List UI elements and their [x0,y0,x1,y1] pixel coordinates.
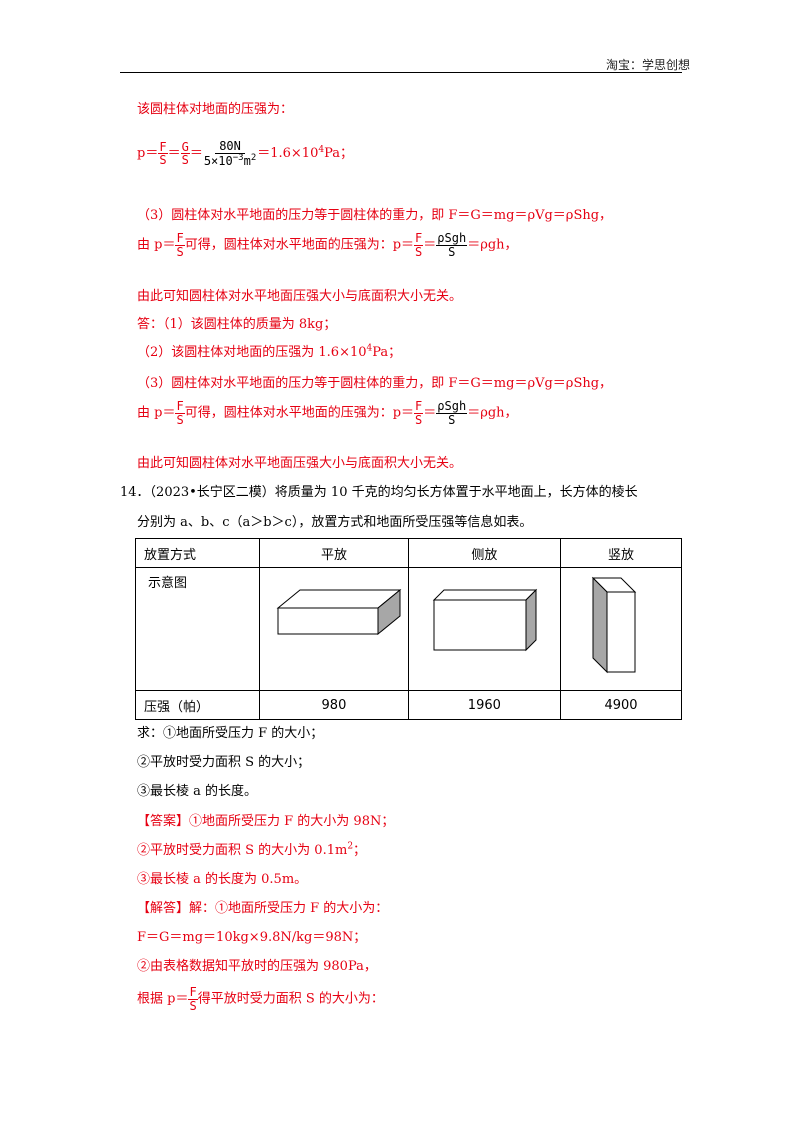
table-cell-value: 980 [259,690,409,720]
answer-line-1: 答：（1）该圆柱体的质量为 8kg； [137,317,337,332]
solution-line-5: 由此可知圆柱体对水平地面压强大小与底面积大小无关。 [137,289,463,304]
upright-block-figure [591,576,637,674]
table-cell-flat-figure [259,567,409,691]
problem-14-line-2: 分别为 a、b、c（a＞b＞c），放置方式和地面所受压强等信息如表。 [137,515,533,530]
table-cell-upright-figure [560,567,682,691]
table-cell-label: 示意图 [134,567,261,691]
table-header-row: 放置方式 平放 侧放 竖放 [134,538,682,568]
solution14-line-3: ②由表格数据知平放时的压强为 980Pa， [137,959,377,974]
table-header-cell: 侧放 [407,538,562,568]
placement-pressure-table: 放置方式 平放 侧放 竖放 示意图 [134,538,682,720]
solution-line-3: （3）圆柱体对水平地面的压力等于圆柱体的重力，即 F＝G＝mg＝ρVg＝ρShg… [137,208,613,223]
question-3: ③最长棱 a 的长度。 [137,784,258,799]
table-header-cell: 平放 [259,538,409,568]
table-cell-value: 1960 [407,690,562,720]
answer-line-3: （3）圆柱体对水平地面的压力等于圆柱体的重力，即 F＝G＝mg＝ρVg＝ρShg… [137,376,613,391]
question-2: ②平放时受力面积 S 的大小； [137,755,311,770]
answer-line-5: 由此可知圆柱体对水平地面压强大小与底面积大小无关。 [137,456,463,471]
answer14-result-3: ③最长棱 a 的长度为 0.5m。 [137,872,308,887]
table-cell-label: 压强（帕） [134,690,261,720]
table-row-images: 示意图 [134,567,682,691]
solution-line-1: 该圆柱体对地面的压强为： [137,102,294,117]
solution14-line-2: F＝G＝mg＝10kg×9.8N/kg＝98N； [137,930,367,945]
flat-block-figure [276,588,402,636]
solution14-line-1: 【解答】解：①地面所受压力 F 的大小为： [137,901,389,916]
header-rule [120,72,682,73]
table-cell-side-figure [407,567,562,691]
table-header-cell: 放置方式 [134,538,261,568]
question-1: 求：①地面所受压力 F 的大小； [137,726,324,741]
table-cell-value: 4900 [560,690,682,720]
answer-line-2: （2）该圆柱体对地面的压强为 1.6×104Pa； [137,343,402,360]
answer14-result-1: 【答案】①地面所受压力 F 的大小为 98N； [137,814,395,829]
answer14-result-2: ②平放时受力面积 S 的大小为 0.1m2； [137,841,367,858]
table-row-values: 压强（帕） 980 1960 4900 [134,690,682,720]
table-header-cell: 竖放 [560,538,682,568]
side-block-figure [433,588,538,652]
problem-14-line-1: 14．（2023•长宁区二模）将质量为 10 千克的均匀长方体置于水平地面上，长… [120,485,638,500]
header-brand: 淘宝：学思创想 [605,58,690,72]
